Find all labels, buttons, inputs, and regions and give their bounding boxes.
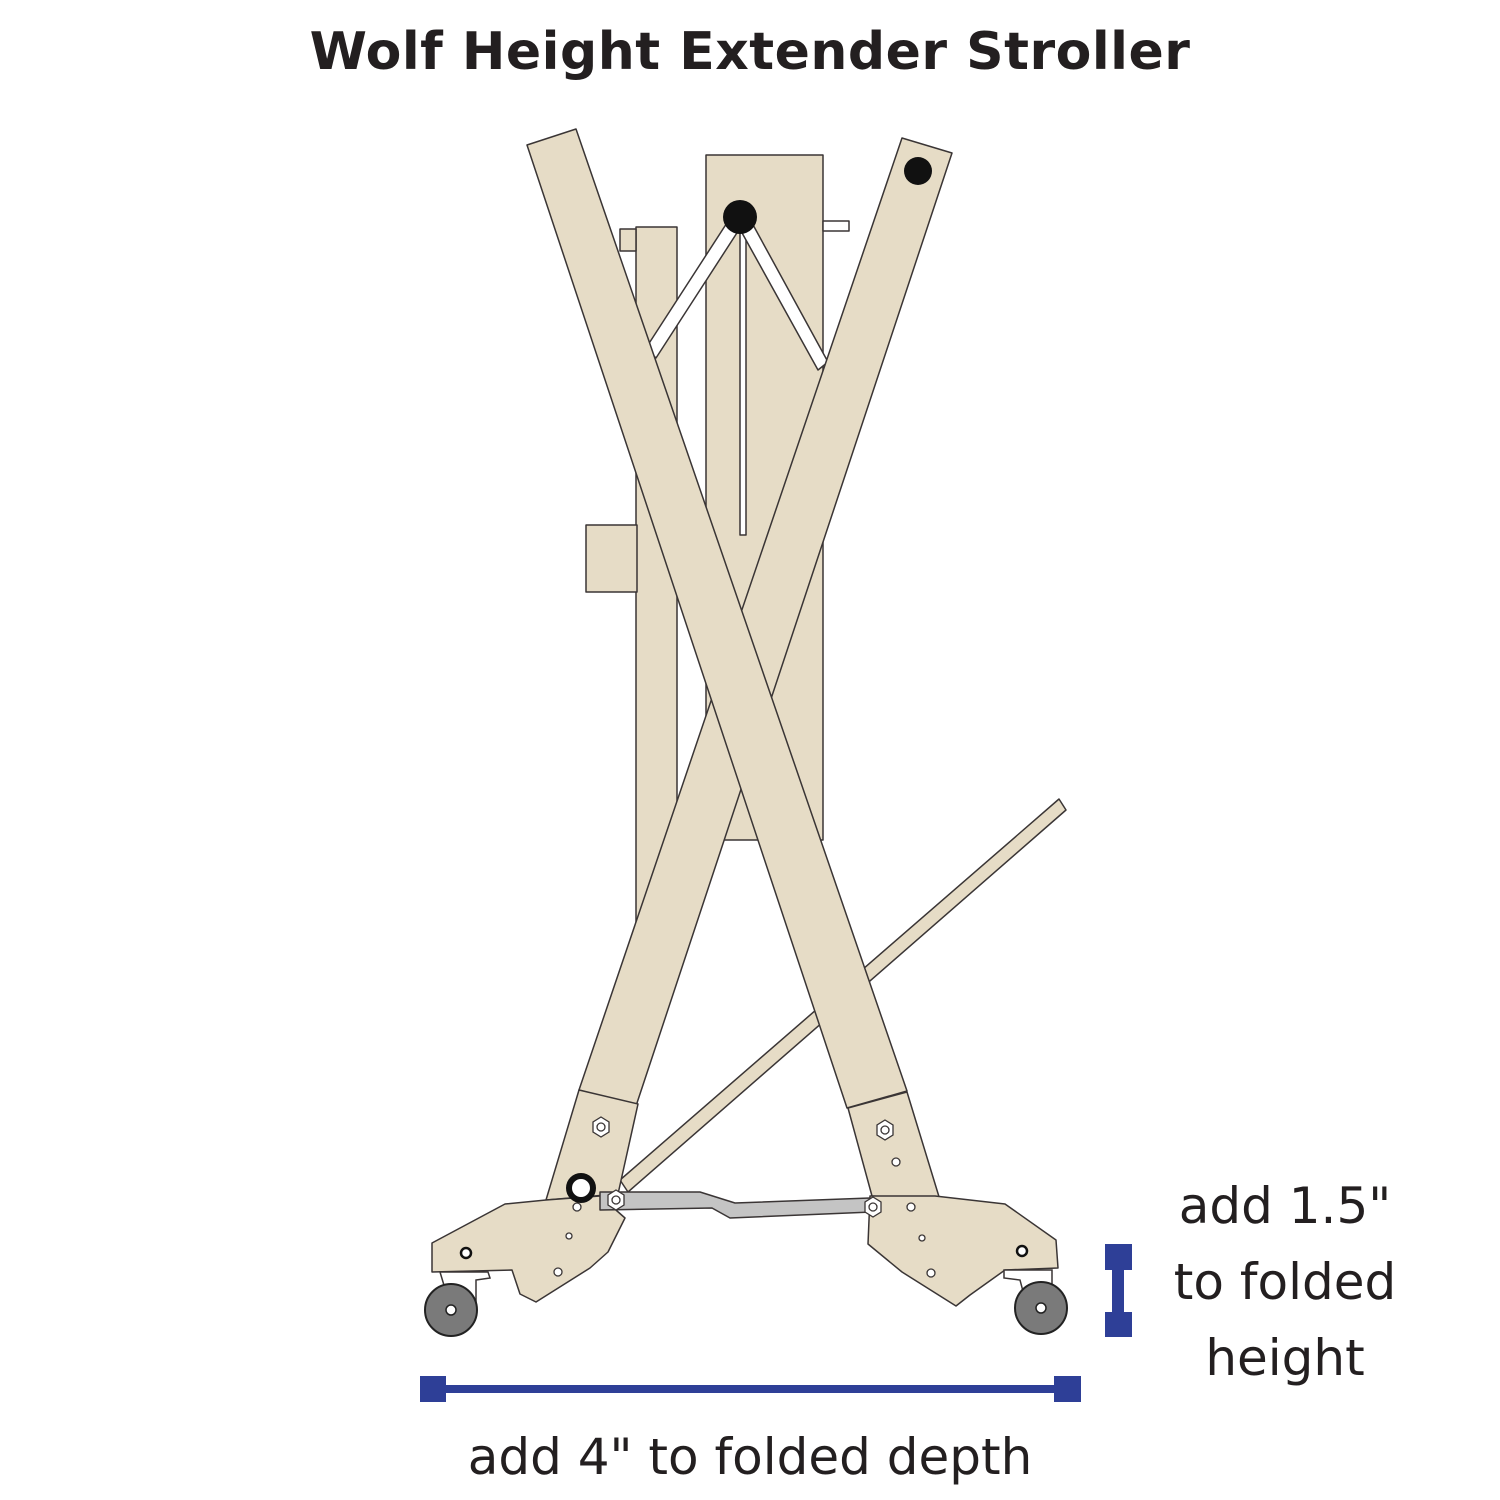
panel-tab (822, 220, 850, 232)
post-bracket (585, 524, 638, 593)
height-dimension (1105, 1244, 1132, 1337)
screw-1 (572, 1202, 582, 1212)
panel-slot (739, 231, 747, 536)
link-bar (599, 1191, 873, 1219)
screw-4 (891, 1157, 901, 1167)
diagram-title: Wolf Height Extender Stroller (309, 22, 1191, 82)
height-note-line-1: add 1.5" (1178, 1177, 1392, 1235)
post-tab (619, 228, 637, 252)
screw-5 (906, 1202, 916, 1212)
left-foot-hole (459, 1246, 473, 1260)
right-hinge-bracket (847, 1091, 941, 1201)
top-knob (723, 200, 757, 234)
screw-6 (918, 1234, 926, 1242)
depth-note: add 4" to folded depth (467, 1428, 1033, 1486)
screw-7 (926, 1268, 936, 1278)
right-foot-hole (1015, 1244, 1029, 1258)
depth-dimension (420, 1376, 1081, 1402)
left-hinge-ring (566, 1173, 596, 1203)
height-note-line-2: to folded (1173, 1253, 1397, 1311)
height-note: add 1.5" to folded height (1140, 1168, 1430, 1396)
screw-3 (565, 1232, 573, 1240)
left-leg (526, 128, 908, 1109)
screw-2 (553, 1267, 563, 1277)
right-leg-pivot (904, 157, 932, 185)
left-foot (431, 1195, 626, 1303)
height-note-line-3: height (1205, 1329, 1365, 1387)
